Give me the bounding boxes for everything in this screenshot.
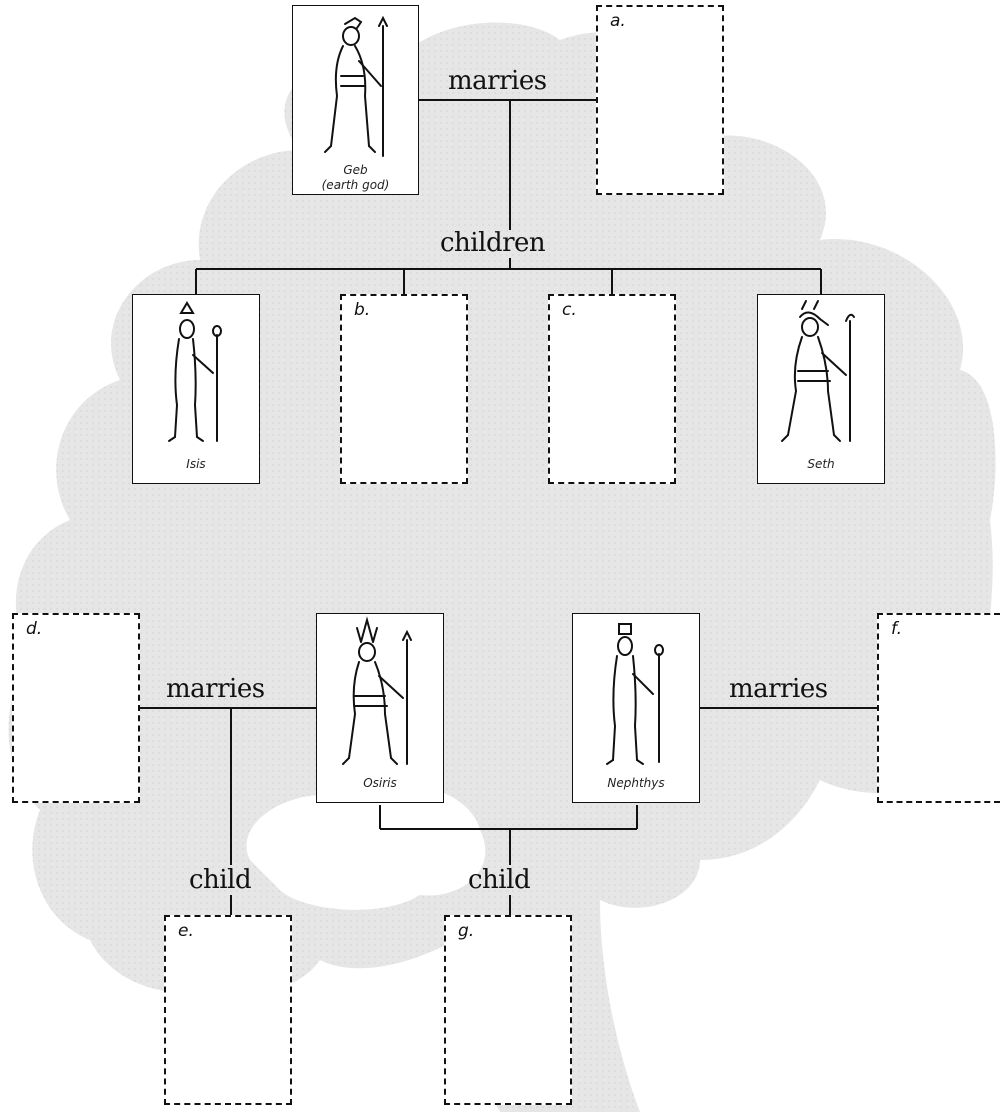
goddess-isis-icon <box>133 295 261 455</box>
goddess-nephthys-icon <box>573 614 701 774</box>
blank-label-a: a. <box>610 11 626 31</box>
geb-caption-name: Geb <box>293 163 418 178</box>
relation-marries-d: marries <box>166 674 265 704</box>
blank-box-b[interactable]: b. <box>340 294 468 484</box>
blank-label-c: c. <box>562 300 577 320</box>
card-isis: Isis <box>132 294 260 484</box>
god-osiris-icon <box>317 614 445 774</box>
blank-label-d: d. <box>26 619 42 639</box>
blank-box-e[interactable]: e. <box>164 915 292 1105</box>
relation-child-e: child <box>189 865 251 895</box>
blank-box-a[interactable]: a. <box>596 5 724 195</box>
relation-marries-f: marries <box>729 674 828 704</box>
blank-box-c[interactable]: c. <box>548 294 676 484</box>
blank-label-g: g. <box>458 921 474 941</box>
relation-marries-geb: marries <box>448 66 547 96</box>
geb-caption-title: (earth god) <box>293 178 418 193</box>
falcon-headed-god-icon <box>293 6 420 161</box>
god-seth-icon <box>758 295 886 455</box>
card-seth: Seth <box>757 294 885 484</box>
relation-children: children <box>440 228 545 258</box>
card-osiris: Osiris <box>316 613 444 803</box>
card-nephthys: Nephthys <box>572 613 700 803</box>
blank-box-f[interactable]: f. <box>877 613 1000 803</box>
isis-caption: Isis <box>133 457 259 472</box>
relation-child-g: child <box>468 865 530 895</box>
blank-box-d[interactable]: d. <box>12 613 140 803</box>
blank-box-g[interactable]: g. <box>444 915 572 1105</box>
seth-caption: Seth <box>758 457 884 472</box>
blank-label-f: f. <box>891 619 902 639</box>
blank-label-b: b. <box>354 300 370 320</box>
blank-label-e: e. <box>178 921 194 941</box>
osiris-caption: Osiris <box>317 776 443 791</box>
nephthys-caption: Nephthys <box>573 776 699 791</box>
card-geb: Geb (earth god) <box>292 5 419 195</box>
